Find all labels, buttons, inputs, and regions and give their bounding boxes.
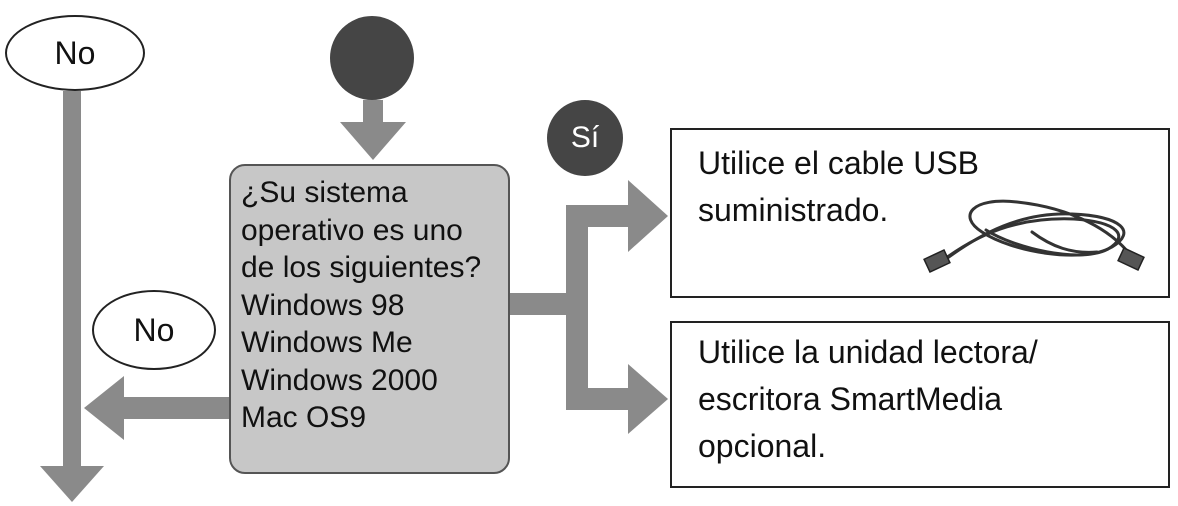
usb-cable-option: Utilice el cable USB suministrado. xyxy=(670,128,1170,298)
question-line: de los siguientes? xyxy=(241,251,482,284)
no-arrow-head xyxy=(84,376,124,440)
question-line: ¿Su sistema xyxy=(241,176,408,209)
os-option: Windows 2000 xyxy=(241,363,438,397)
lower-arrowhead xyxy=(628,364,668,434)
yes-label: Sí xyxy=(547,100,623,176)
start-arrow-shaft xyxy=(363,100,383,122)
question-line: operativo es uno xyxy=(241,213,463,247)
left-vertical-line xyxy=(63,91,81,466)
yes-branch-vertical xyxy=(566,205,588,410)
usb-cable-icon xyxy=(923,199,1145,273)
yes-branch-stem xyxy=(510,293,576,315)
reader-option-line: escritora SmartMedia xyxy=(698,381,1003,417)
no-label-left: No xyxy=(92,290,216,370)
yes-branch-lower xyxy=(566,388,632,410)
no-arrow-shaft xyxy=(118,397,230,419)
reader-option-line: Utilice la unidad lectora/ xyxy=(698,334,1038,370)
start-arrow-head xyxy=(340,122,406,160)
question-box: ¿Su sistema operativo es uno de los sigu… xyxy=(229,164,510,474)
os-option: Mac OS9 xyxy=(241,401,367,434)
start-node xyxy=(330,16,414,100)
usb-option-line: suministrado. xyxy=(698,192,889,228)
reader-option-line: opcional. xyxy=(698,428,827,464)
os-option: Windows Me xyxy=(241,326,413,359)
no-label-top: No xyxy=(5,15,145,91)
yes-branch-upper xyxy=(566,205,632,227)
upper-arrowhead xyxy=(628,180,668,252)
usb-option-line: Utilice el cable USB xyxy=(698,145,979,181)
os-option: Windows 98 xyxy=(241,288,405,322)
down-arrowhead-left xyxy=(40,466,104,502)
smartmedia-reader-option: Utilice la unidad lectora/ escritora Sma… xyxy=(670,321,1170,488)
